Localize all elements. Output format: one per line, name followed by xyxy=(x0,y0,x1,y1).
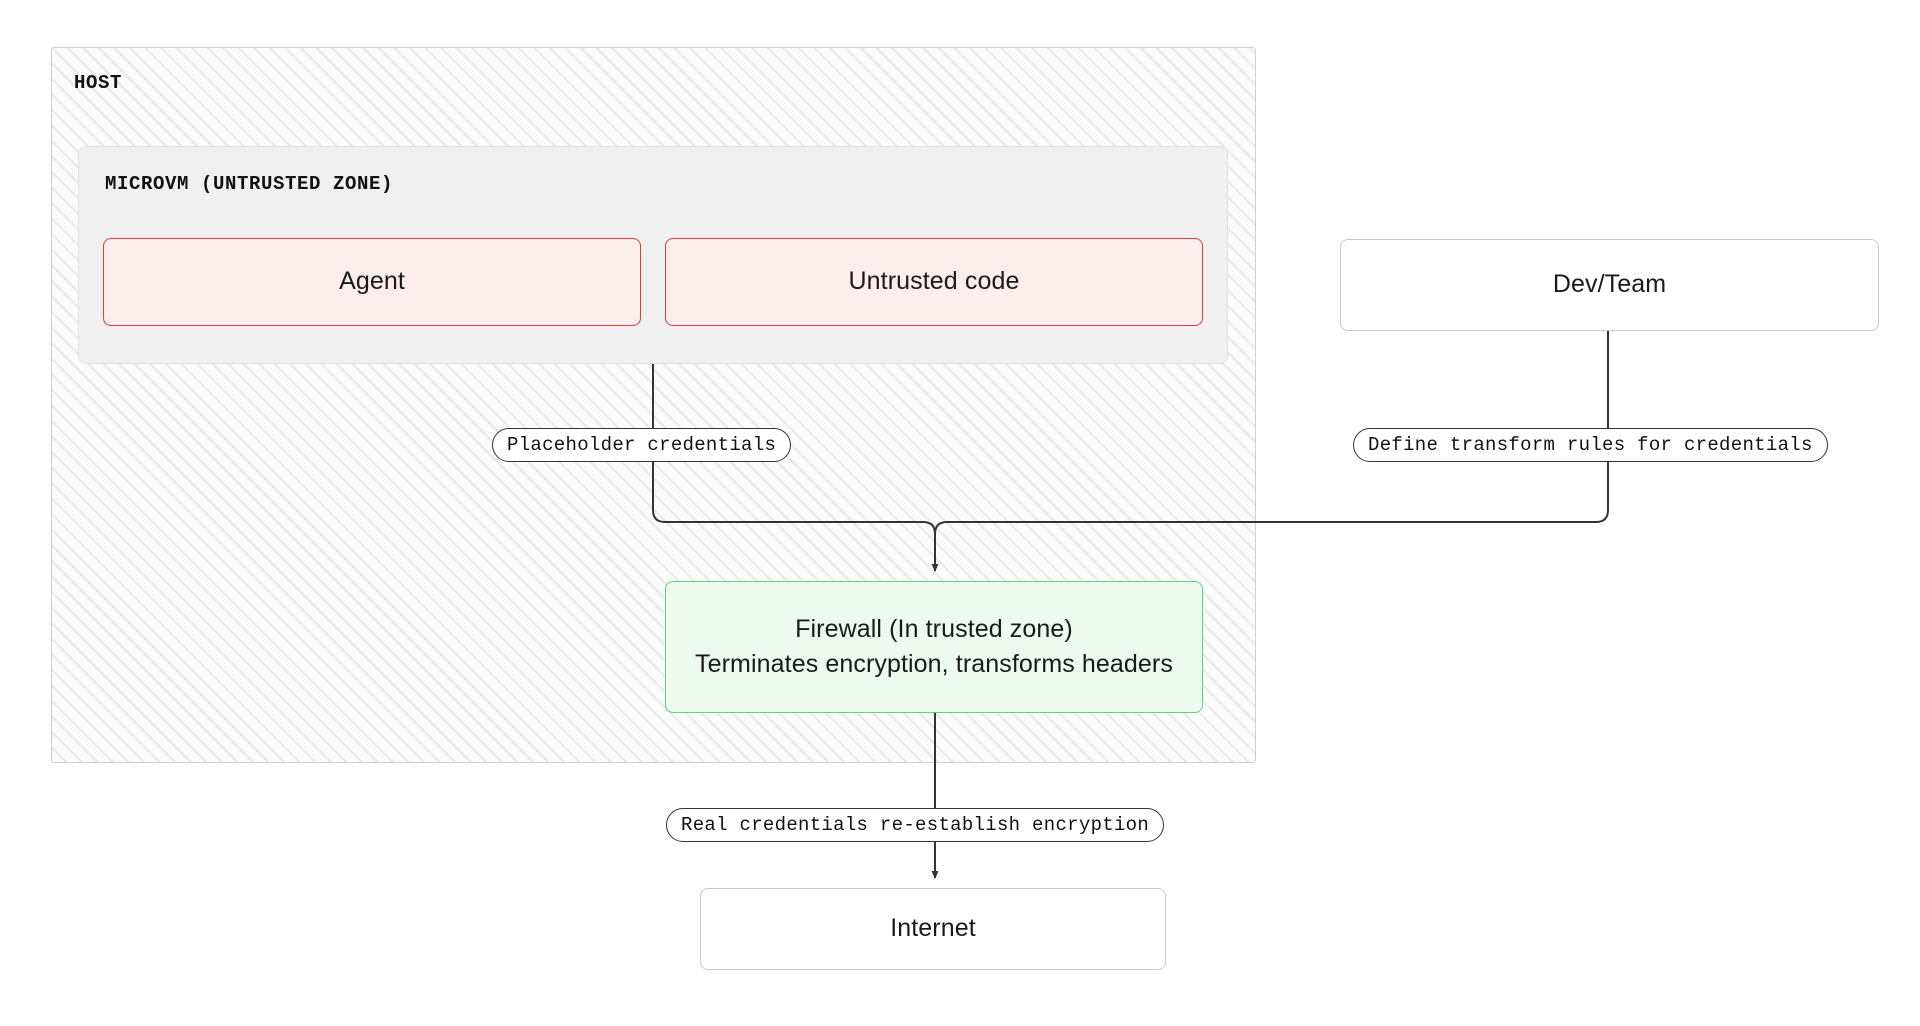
node-dev-team[interactable]: Dev/Team xyxy=(1340,239,1879,331)
microvm-label: MICROVM (UNTRUSTED ZONE) xyxy=(105,173,394,195)
node-internet[interactable]: Internet xyxy=(700,888,1166,970)
node-firewall-line2: Terminates encryption, transforms header… xyxy=(695,650,1173,678)
node-untrusted-code-label: Untrusted code xyxy=(848,267,1020,296)
node-dev-team-label: Dev/Team xyxy=(1552,270,1667,299)
host-label: HOST xyxy=(74,72,123,94)
edge-label-real-credentials: Real credentials re-establish encryption xyxy=(666,808,1165,842)
node-agent-label: Agent xyxy=(339,267,405,296)
node-firewall-line1: Firewall (In trusted zone) xyxy=(795,614,1073,643)
edge-label-placeholder-credentials: Placeholder credentials xyxy=(492,428,792,462)
node-untrusted-code[interactable]: Untrusted code xyxy=(665,238,1203,326)
node-firewall[interactable]: Firewall (In trusted zone) Terminates en… xyxy=(665,581,1203,713)
node-internet-label: Internet xyxy=(890,914,976,943)
edge-label-define-transform-rules: Define transform rules for credentials xyxy=(1353,428,1828,462)
node-agent[interactable]: Agent xyxy=(103,238,641,326)
